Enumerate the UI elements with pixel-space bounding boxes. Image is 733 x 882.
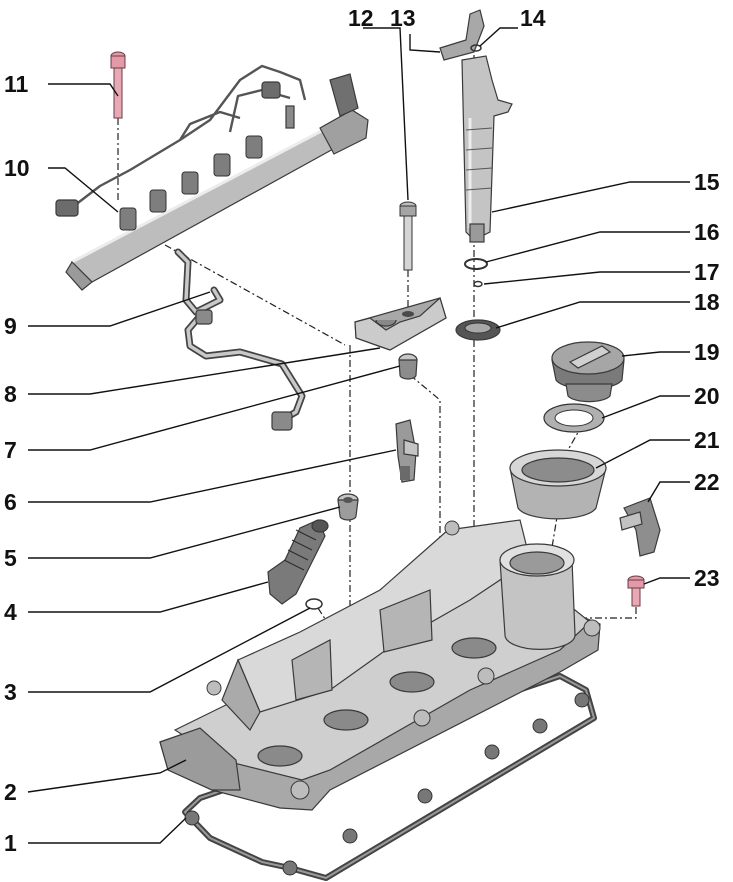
callout-11: 11 — [4, 71, 29, 97]
leader-8 — [28, 347, 381, 395]
injector — [461, 55, 513, 243]
axis-rail-to-cover — [164, 244, 346, 346]
o-ring-17 — [473, 280, 483, 288]
callout-9: 9 — [4, 313, 17, 339]
leader-21 — [595, 439, 690, 469]
callout-19: 19 — [694, 339, 720, 365]
callout-21: 21 — [694, 427, 720, 453]
callout-20: 20 — [694, 383, 720, 409]
leader-13 — [409, 34, 441, 53]
callout-18: 18 — [694, 289, 720, 315]
callout-16: 16 — [694, 219, 720, 245]
leader-18 — [495, 301, 690, 329]
leader-6 — [28, 449, 397, 503]
callout-6: 6 — [4, 489, 17, 515]
leader-20 — [601, 395, 690, 419]
breather-hose — [267, 519, 329, 605]
screw-23 — [627, 575, 645, 607]
filler-neck-21 — [509, 449, 607, 520]
leader-19 — [621, 351, 690, 357]
o-ring-3 — [305, 598, 323, 610]
leader-14 — [479, 27, 518, 47]
leader-9 — [28, 291, 211, 327]
axis-screw-23 — [580, 600, 637, 619]
injector-seal-18 — [455, 319, 501, 341]
callout-12: 12 — [348, 5, 374, 31]
callout-labels: 1 2 3 4 5 6 7 8 9 10 11 12 13 14 15 16 1… — [4, 5, 720, 856]
injector-pipe — [174, 248, 306, 431]
leader-12 — [363, 27, 409, 201]
callout-8: 8 — [4, 381, 17, 407]
connector-clip-13 — [439, 9, 485, 61]
bracket-22 — [619, 497, 661, 557]
cap-seal-20 — [543, 403, 605, 433]
callout-17: 17 — [694, 259, 720, 285]
cylinder-head-cover — [159, 519, 601, 811]
bolt-12 — [399, 201, 417, 271]
callout-7: 7 — [4, 437, 17, 463]
leader-10 — [48, 167, 119, 213]
leader-4 — [28, 581, 269, 613]
seal-ring-14 — [470, 44, 482, 52]
seal-16 — [464, 258, 488, 270]
callout-leaders — [27, 27, 690, 844]
callout-2: 2 — [4, 779, 17, 805]
leader-2 — [27, 759, 187, 793]
oil-filler-cap — [551, 341, 625, 403]
callout-3: 3 — [4, 679, 17, 705]
leader-5 — [28, 506, 341, 559]
callout-14: 14 — [520, 5, 546, 31]
fuel-rail — [55, 64, 369, 291]
sensor-6 — [395, 419, 419, 483]
callout-1: 1 — [4, 830, 17, 856]
leader-17 — [483, 271, 690, 285]
leader-7 — [28, 365, 401, 451]
leader-11 — [48, 83, 119, 97]
leader-1 — [28, 817, 187, 844]
callout-23: 23 — [694, 565, 720, 591]
leader-23 — [643, 577, 690, 585]
leader-15 — [491, 181, 690, 213]
clamping-bracket — [354, 296, 447, 351]
leader-22 — [647, 481, 690, 503]
bolt-11 — [110, 51, 126, 119]
callout-15: 15 — [694, 169, 720, 195]
callout-13: 13 — [390, 5, 416, 31]
leader-16 — [485, 231, 690, 263]
grommet-7 — [398, 353, 418, 380]
callout-10: 10 — [4, 155, 30, 181]
callout-22: 22 — [694, 469, 720, 495]
callout-4: 4 — [4, 599, 17, 625]
callout-5: 5 — [4, 545, 17, 571]
grommet-5 — [337, 493, 359, 521]
leader-3 — [28, 607, 311, 693]
